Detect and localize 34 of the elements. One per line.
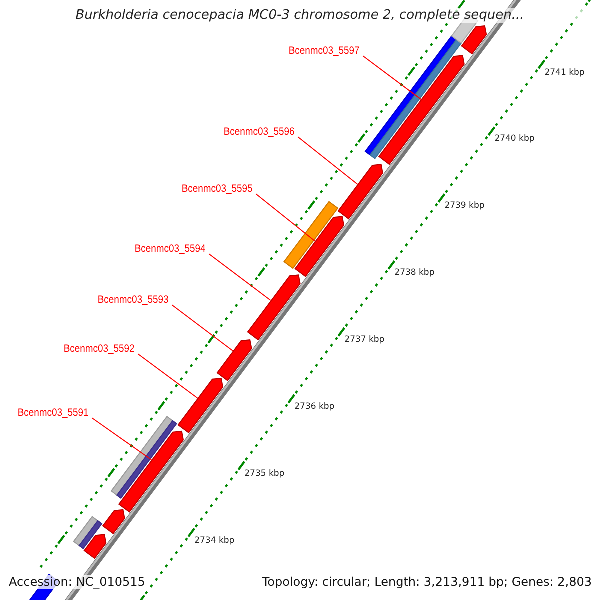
topology-text: Topology: circular; Length: 3,213,911 bp; Genes: 2,803 bbox=[262, 575, 592, 589]
gene-feature bbox=[216, 340, 252, 382]
scale-label: 2737 kbp bbox=[344, 335, 385, 346]
gene-feature bbox=[294, 216, 345, 278]
leader-line bbox=[208, 254, 272, 302]
scale-label: 2735 kbp bbox=[244, 468, 285, 479]
leader-line bbox=[256, 194, 316, 242]
gene-feature bbox=[378, 55, 465, 166]
leader-line bbox=[362, 56, 422, 100]
gene-label: Bcenmc03_5594 bbox=[135, 243, 206, 255]
leader-line bbox=[172, 304, 234, 352]
scale-label: 2738 kbp bbox=[394, 268, 435, 278]
gene-feature bbox=[247, 274, 301, 341]
scale-label: 2739 kbp bbox=[444, 201, 485, 212]
gene-label: Bcenmc03_5596 bbox=[224, 126, 295, 138]
leader-line bbox=[138, 354, 198, 399]
leader-line bbox=[298, 136, 358, 185]
gene-label: Bcenmc03_5593 bbox=[98, 294, 169, 306]
gene-label: Bcenmc03_5595 bbox=[182, 183, 253, 195]
gene-feature bbox=[461, 26, 488, 55]
gene-feature bbox=[338, 164, 384, 220]
gene-label: Bcenmc03_5591 bbox=[18, 407, 89, 419]
gene-feature bbox=[118, 430, 184, 513]
gene-feature bbox=[84, 534, 107, 560]
scale-label: 2736 kbp bbox=[294, 402, 335, 412]
scale-label: 2734 kbp bbox=[194, 536, 235, 546]
gene-feature bbox=[178, 378, 224, 434]
accession-text: Accession: NC_010515 bbox=[9, 575, 146, 589]
scale-label: 2740 kbp bbox=[494, 134, 535, 144]
leader-line bbox=[92, 418, 152, 461]
gene-label: Bcenmc03_5597 bbox=[289, 45, 360, 57]
scale-label: 2741 kbp bbox=[544, 68, 585, 78]
gene-feature bbox=[102, 509, 126, 534]
gene-label: Bcenmc03_5592 bbox=[64, 343, 135, 355]
